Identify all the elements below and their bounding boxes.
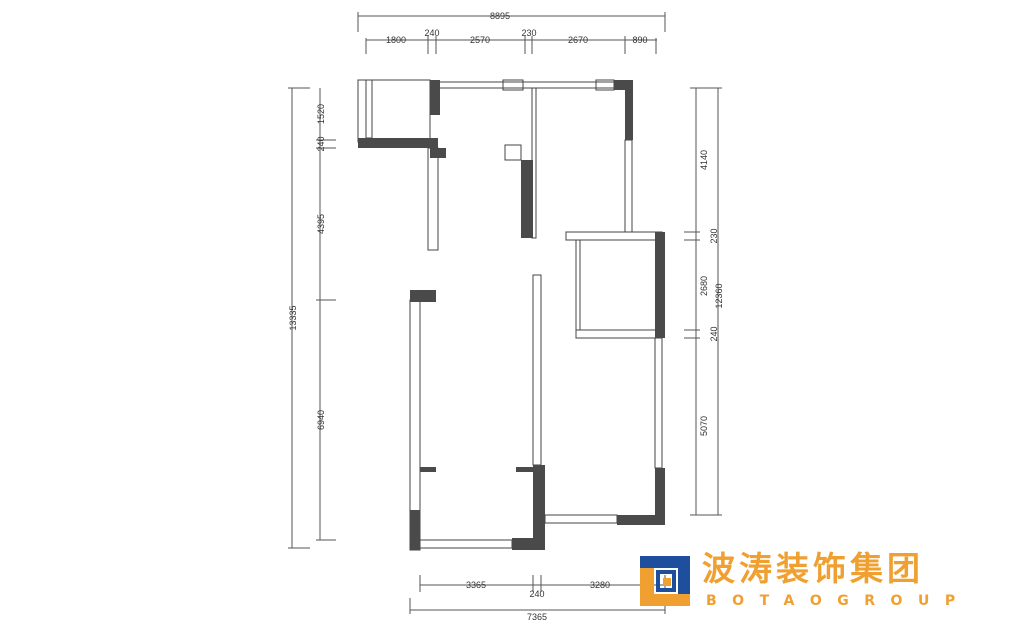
dim-right-1: 4140	[699, 150, 709, 170]
dim-top-1: 1800	[386, 35, 406, 45]
dim-top-3: 2570	[470, 35, 490, 45]
dim-bottom-total: 7365	[527, 612, 547, 622]
dim-bottom-3: 3280	[590, 580, 610, 590]
dim-right-total: 12360	[714, 283, 724, 308]
dim-top-total: 8895	[490, 11, 510, 21]
dim-right-5: 5070	[699, 416, 709, 436]
dim-top-4: 230	[521, 28, 536, 38]
solid-walls	[358, 80, 665, 550]
dim-left-1: 1520	[316, 104, 326, 124]
dim-top-6: 890	[632, 35, 647, 45]
dim-top-2: 240	[424, 28, 439, 38]
logo-english-text: BOTAOGROUP	[706, 593, 971, 609]
dim-left-2: 240	[316, 136, 326, 151]
dim-left-3: 4395	[316, 214, 326, 234]
dim-right-3: 2680	[699, 276, 709, 296]
dim-bottom-2: 240	[529, 589, 544, 599]
logo-chinese-text: 波涛装饰集团	[702, 549, 924, 588]
dim-bottom-1: 3365	[466, 580, 486, 590]
dim-left-4: 6940	[316, 410, 326, 430]
dim-left-total: 13335	[288, 305, 298, 330]
dim-right-2: 230	[709, 228, 719, 243]
dimension-lines	[288, 12, 722, 614]
dim-top-5: 2670	[568, 35, 588, 45]
dimension-labels: 8895 1800 240 2570 230 2670 890 13335 15…	[288, 11, 724, 622]
dim-right-4: 240	[709, 326, 719, 341]
